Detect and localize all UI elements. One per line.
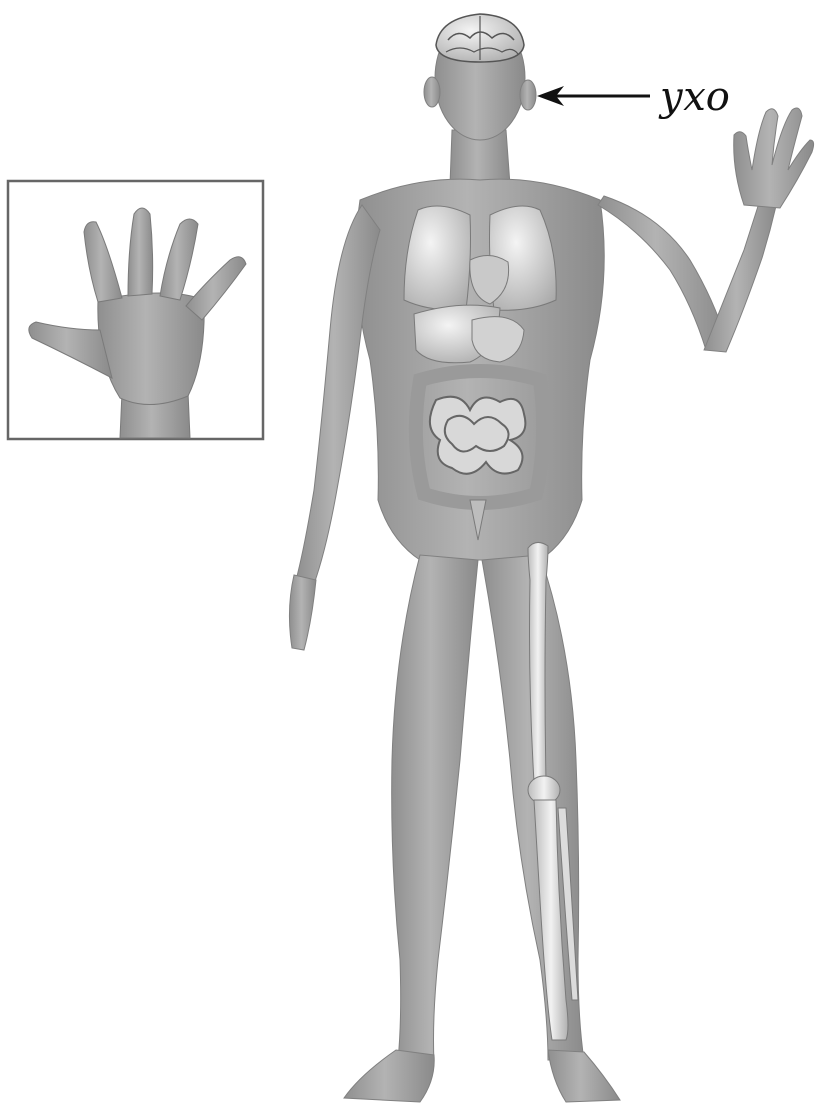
ear-label: ухо bbox=[658, 74, 730, 120]
hand-inset bbox=[8, 181, 263, 439]
brain bbox=[436, 14, 524, 62]
human-body: ухо bbox=[289, 14, 813, 1102]
ear-annotation: ухо bbox=[537, 74, 730, 120]
